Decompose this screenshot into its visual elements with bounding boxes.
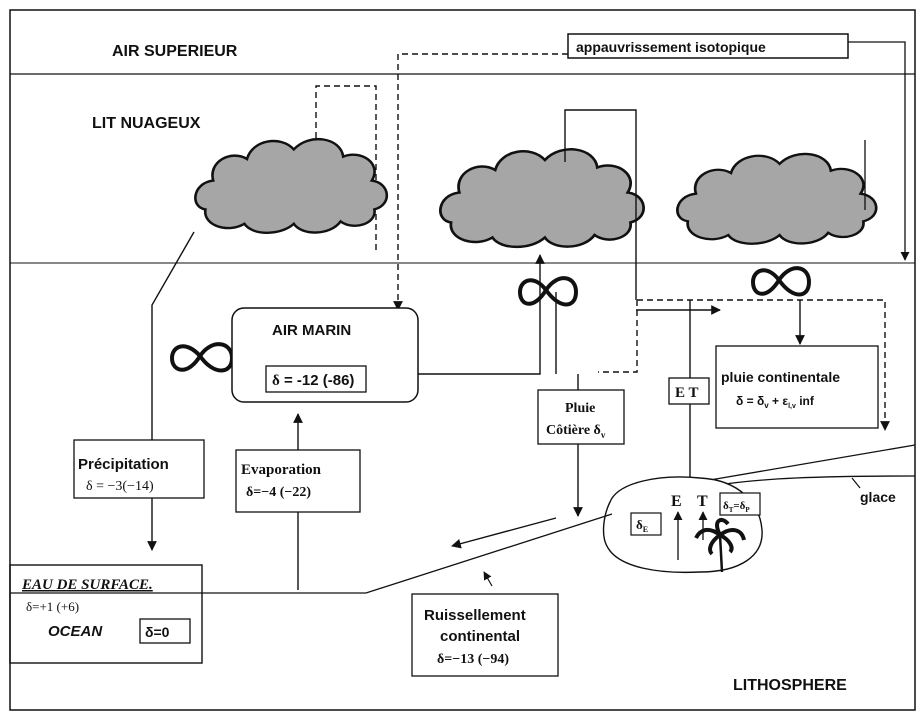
runoff-line2: continental	[440, 628, 520, 645]
delta-tp-label: δT=δP	[723, 500, 750, 514]
infinity-icon-left	[169, 342, 235, 373]
continental-rain-box	[715, 345, 879, 429]
continental-rain-formula: δ = δv + εl,v inf	[736, 394, 815, 410]
precipitation-delta: δ = −3(−14)	[86, 479, 154, 494]
palm-tree-icon	[694, 518, 746, 573]
diagram-frame	[9, 9, 916, 711]
coastal-rain-line2: Côtière δv	[546, 423, 606, 440]
air-marin-delta: δ = -12 (-86)	[272, 372, 354, 389]
layer-air-superieur: AIR SUPERIEUR	[112, 43, 238, 60]
runoff-line1: Ruissellement	[424, 607, 526, 624]
coastal-rain-line1: Pluie	[565, 401, 595, 416]
air-marin-delta-box	[265, 365, 367, 393]
delta-e-label: δE	[636, 517, 648, 534]
runoff-box	[411, 593, 559, 677]
air-marin-to-coastal-arrow	[418, 254, 545, 375]
cloud-continental-icon	[676, 152, 878, 246]
layer-lit-nuageux: LIT NUAGEUX	[92, 115, 201, 132]
dashed-upper-flow	[393, 53, 568, 311]
precipitation-title: Précipitation	[78, 456, 169, 473]
ocean-delta: δ=0	[145, 624, 170, 640]
ocean-label: OCEAN	[48, 623, 103, 640]
infinity-icon-coastal	[517, 276, 579, 307]
delta-tp-box	[719, 492, 761, 516]
cloud-coastal-icon	[439, 147, 646, 249]
dashed-continental-flow	[637, 299, 890, 431]
surface-water-boundary	[10, 513, 613, 594]
t-label: T	[697, 493, 708, 510]
cloud2-return-line	[564, 109, 637, 300]
depletion-arrow	[848, 41, 910, 261]
cloud-ocean-icon	[194, 137, 389, 235]
dashed-cloud1-loop	[315, 85, 377, 250]
surface-water-title: EAU DE SURFACE.	[21, 577, 153, 593]
evaporation-title: Evaporation	[241, 462, 322, 478]
surface-water-box	[9, 564, 203, 664]
runoff-pointer	[483, 571, 493, 587]
precipitation-box	[73, 439, 205, 499]
coastal-rain-box	[537, 389, 625, 445]
ocean-delta-box	[139, 618, 191, 644]
depletion-label: appauvrissement isotopique	[576, 39, 766, 55]
runoff-arrow	[451, 517, 557, 549]
evaporation-delta: δ=−4 (−22)	[246, 485, 311, 500]
runoff-delta: δ=−13 (−94)	[437, 652, 509, 667]
depletion-box	[567, 33, 849, 59]
evaporation-box	[235, 449, 361, 513]
e-label: E	[671, 493, 682, 510]
glacier-line-lower	[711, 475, 916, 487]
continental-rain-title: pluie continentale	[721, 369, 840, 385]
delta-e-box	[630, 512, 662, 536]
air-marin-title: AIR MARIN	[272, 322, 351, 339]
land-island	[602, 476, 763, 574]
precipitation-arrow	[147, 231, 195, 551]
infinity-icon-continental	[750, 266, 812, 297]
glace-pointer	[851, 477, 861, 489]
dashed-coastal-flow	[598, 300, 638, 373]
glace-label: glace	[860, 489, 896, 505]
et-label: E T	[675, 385, 699, 401]
layer-lithosphere: LITHOSPHERE	[733, 677, 847, 694]
glacier-line-upper	[709, 444, 916, 481]
et-box	[668, 377, 710, 405]
surface-water-delta: δ=+1 (+6)	[26, 599, 79, 614]
